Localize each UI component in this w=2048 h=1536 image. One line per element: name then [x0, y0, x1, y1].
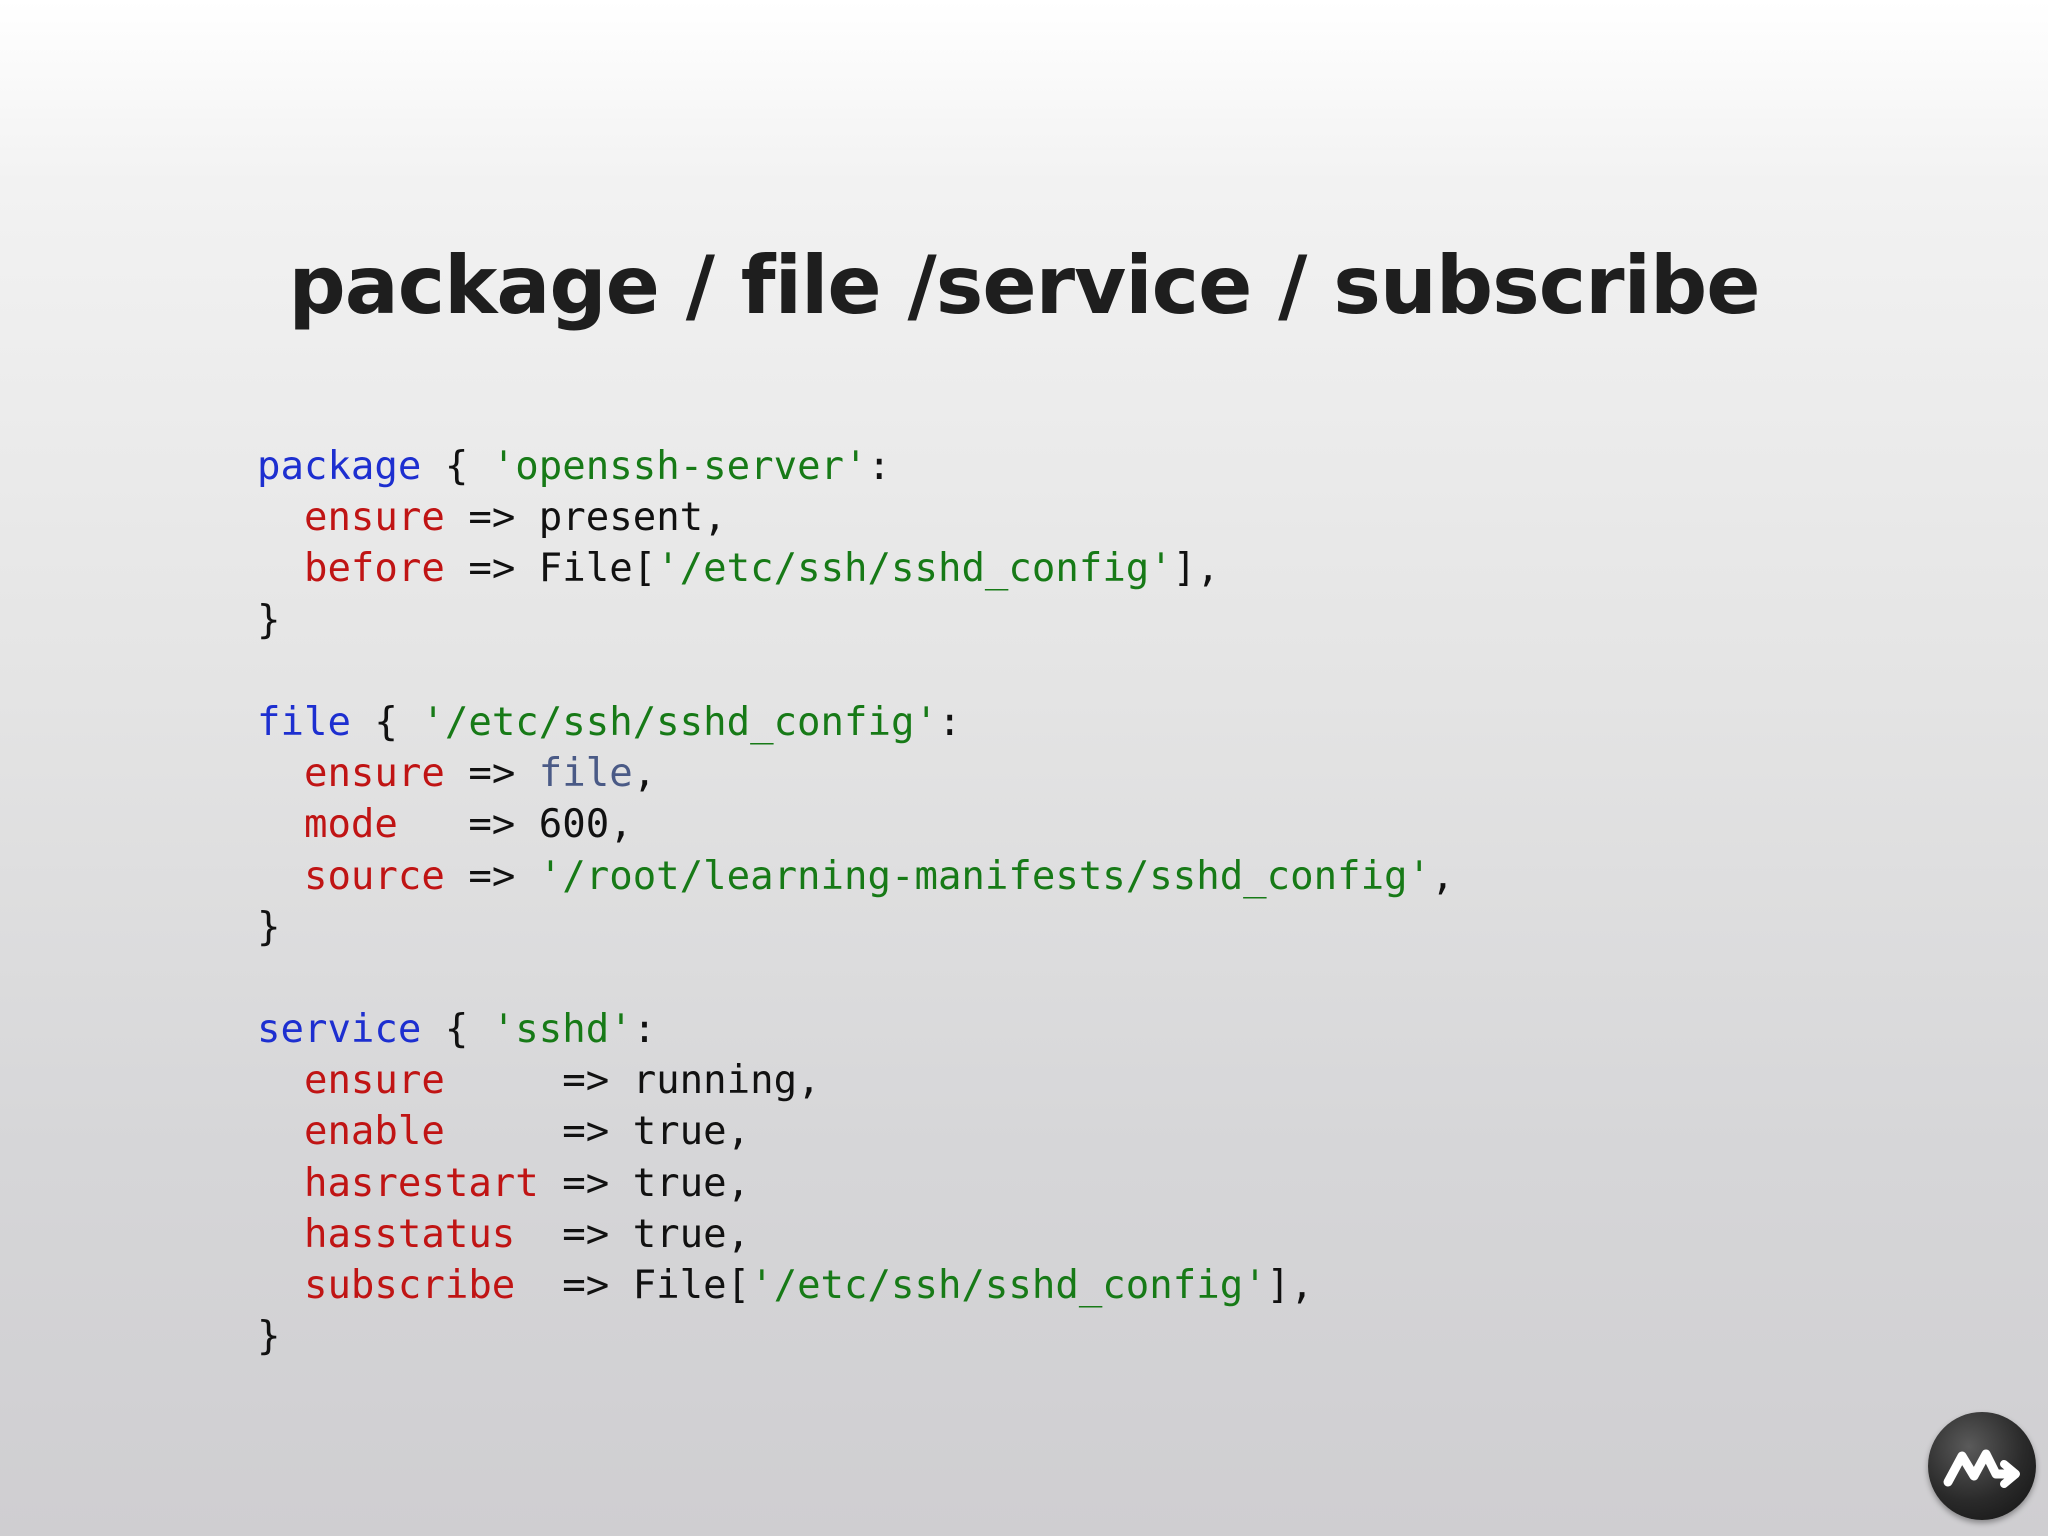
logo-glyph	[1943, 1449, 2020, 1488]
attr-mode: mode	[303, 802, 398, 848]
brace-open: {	[421, 1007, 492, 1053]
code-line-service-subscribe: subscribe => File['/etc/ssh/sshd_config'…	[257, 1260, 1455, 1311]
arrow: =>	[468, 495, 539, 541]
brace-open: {	[421, 444, 492, 489]
attr-source: source	[303, 853, 445, 899]
value-file-ref: File[	[632, 1263, 751, 1308]
indent	[257, 1212, 304, 1257]
code-line-service-ensure: ensure => running,	[257, 1055, 1455, 1106]
string-path: '/etc/ssh/sshd_config'	[750, 1263, 1267, 1308]
spacer	[445, 495, 468, 540]
arrow: =>	[515, 1263, 633, 1308]
code-line-package-open: package { 'openssh-server':	[257, 441, 1455, 492]
code-block: package { 'openssh-server': ensure => pr…	[257, 441, 1455, 1362]
attr-before: before	[303, 546, 445, 592]
string-path: '/etc/ssh/sshd_config'	[656, 546, 1173, 592]
colon: :	[867, 444, 891, 489]
code-line-package-ensure: ensure => present,	[257, 492, 1455, 543]
value-file-ref: File[	[538, 546, 657, 592]
code-line-service-enable: enable => true,	[257, 1106, 1455, 1157]
attr-ensure: ensure	[303, 495, 445, 541]
arrow: =>	[397, 802, 539, 848]
attr-hasstatus: hasstatus	[303, 1211, 516, 1257]
arrow: =>	[444, 1109, 633, 1155]
value-true: true,	[632, 1109, 751, 1155]
value-mode: 600,	[538, 802, 633, 848]
brace-close: }	[257, 1314, 281, 1360]
string-source-path: '/root/learning-manifests/sshd_config'	[538, 853, 1432, 899]
slide-title: package / file /service / subscribe	[288, 239, 1760, 332]
arrow: =>	[468, 546, 539, 592]
ref-close: ],	[1266, 1263, 1314, 1308]
brace-close: }	[257, 597, 281, 643]
code-line-file-source: source => '/root/learning-manifests/sshd…	[257, 851, 1455, 902]
attr-ensure: ensure	[303, 751, 445, 797]
arrow: =>	[538, 1160, 633, 1206]
brace-open: {	[350, 699, 422, 745]
resource-title: 'sshd'	[491, 1007, 633, 1053]
indent	[257, 1161, 304, 1206]
indent	[257, 1058, 304, 1103]
keyword-file: file	[257, 699, 351, 745]
comma: ,	[632, 751, 657, 797]
attr-ensure: ensure	[303, 1058, 445, 1104]
value-running: running,	[632, 1058, 821, 1104]
blank-line	[257, 953, 1455, 1004]
code-line-package-close: }	[257, 595, 1455, 646]
indent	[257, 495, 304, 540]
value-true: true,	[632, 1160, 751, 1206]
arrow: =>	[444, 751, 539, 797]
resource-title: 'openssh-server'	[491, 444, 868, 489]
value-file: file	[538, 751, 633, 797]
code-line-file-open: file { '/etc/ssh/sshd_config':	[257, 697, 1455, 748]
attr-hasrestart: hasrestart	[303, 1160, 539, 1206]
blank-line	[257, 646, 1455, 697]
colon: :	[632, 1007, 657, 1053]
spacer	[445, 546, 468, 591]
comma: ,	[1431, 853, 1455, 899]
mu-arrow-logo-icon	[1928, 1412, 2036, 1520]
arrow: =>	[444, 1058, 633, 1104]
ref-close: ],	[1172, 546, 1220, 592]
colon: :	[937, 699, 962, 745]
code-line-file-ensure: ensure => file,	[257, 748, 1455, 799]
code-line-package-before: before => File['/etc/ssh/sshd_config'],	[257, 543, 1455, 594]
attr-enable: enable	[303, 1109, 445, 1155]
indent	[257, 1109, 304, 1154]
value-true: true,	[632, 1211, 751, 1257]
arrow: =>	[515, 1211, 633, 1257]
code-line-file-mode: mode => 600,	[257, 799, 1455, 850]
code-line-service-open: service { 'sshd':	[257, 1004, 1455, 1055]
keyword-package: package	[257, 444, 422, 489]
value-present: present,	[538, 495, 727, 541]
code-line-service-close: }	[257, 1311, 1455, 1362]
code-line-service-hasstatus: hasstatus => true,	[257, 1209, 1455, 1260]
code-line-file-close: }	[257, 902, 1455, 953]
arrow: =>	[444, 853, 539, 899]
keyword-service: service	[257, 1007, 422, 1053]
indent	[257, 546, 304, 591]
code-line-service-hasrestart: hasrestart => true,	[257, 1158, 1455, 1209]
resource-title: '/etc/ssh/sshd_config'	[421, 699, 938, 745]
brace-close: }	[257, 904, 281, 950]
attr-subscribe: subscribe	[303, 1263, 516, 1308]
